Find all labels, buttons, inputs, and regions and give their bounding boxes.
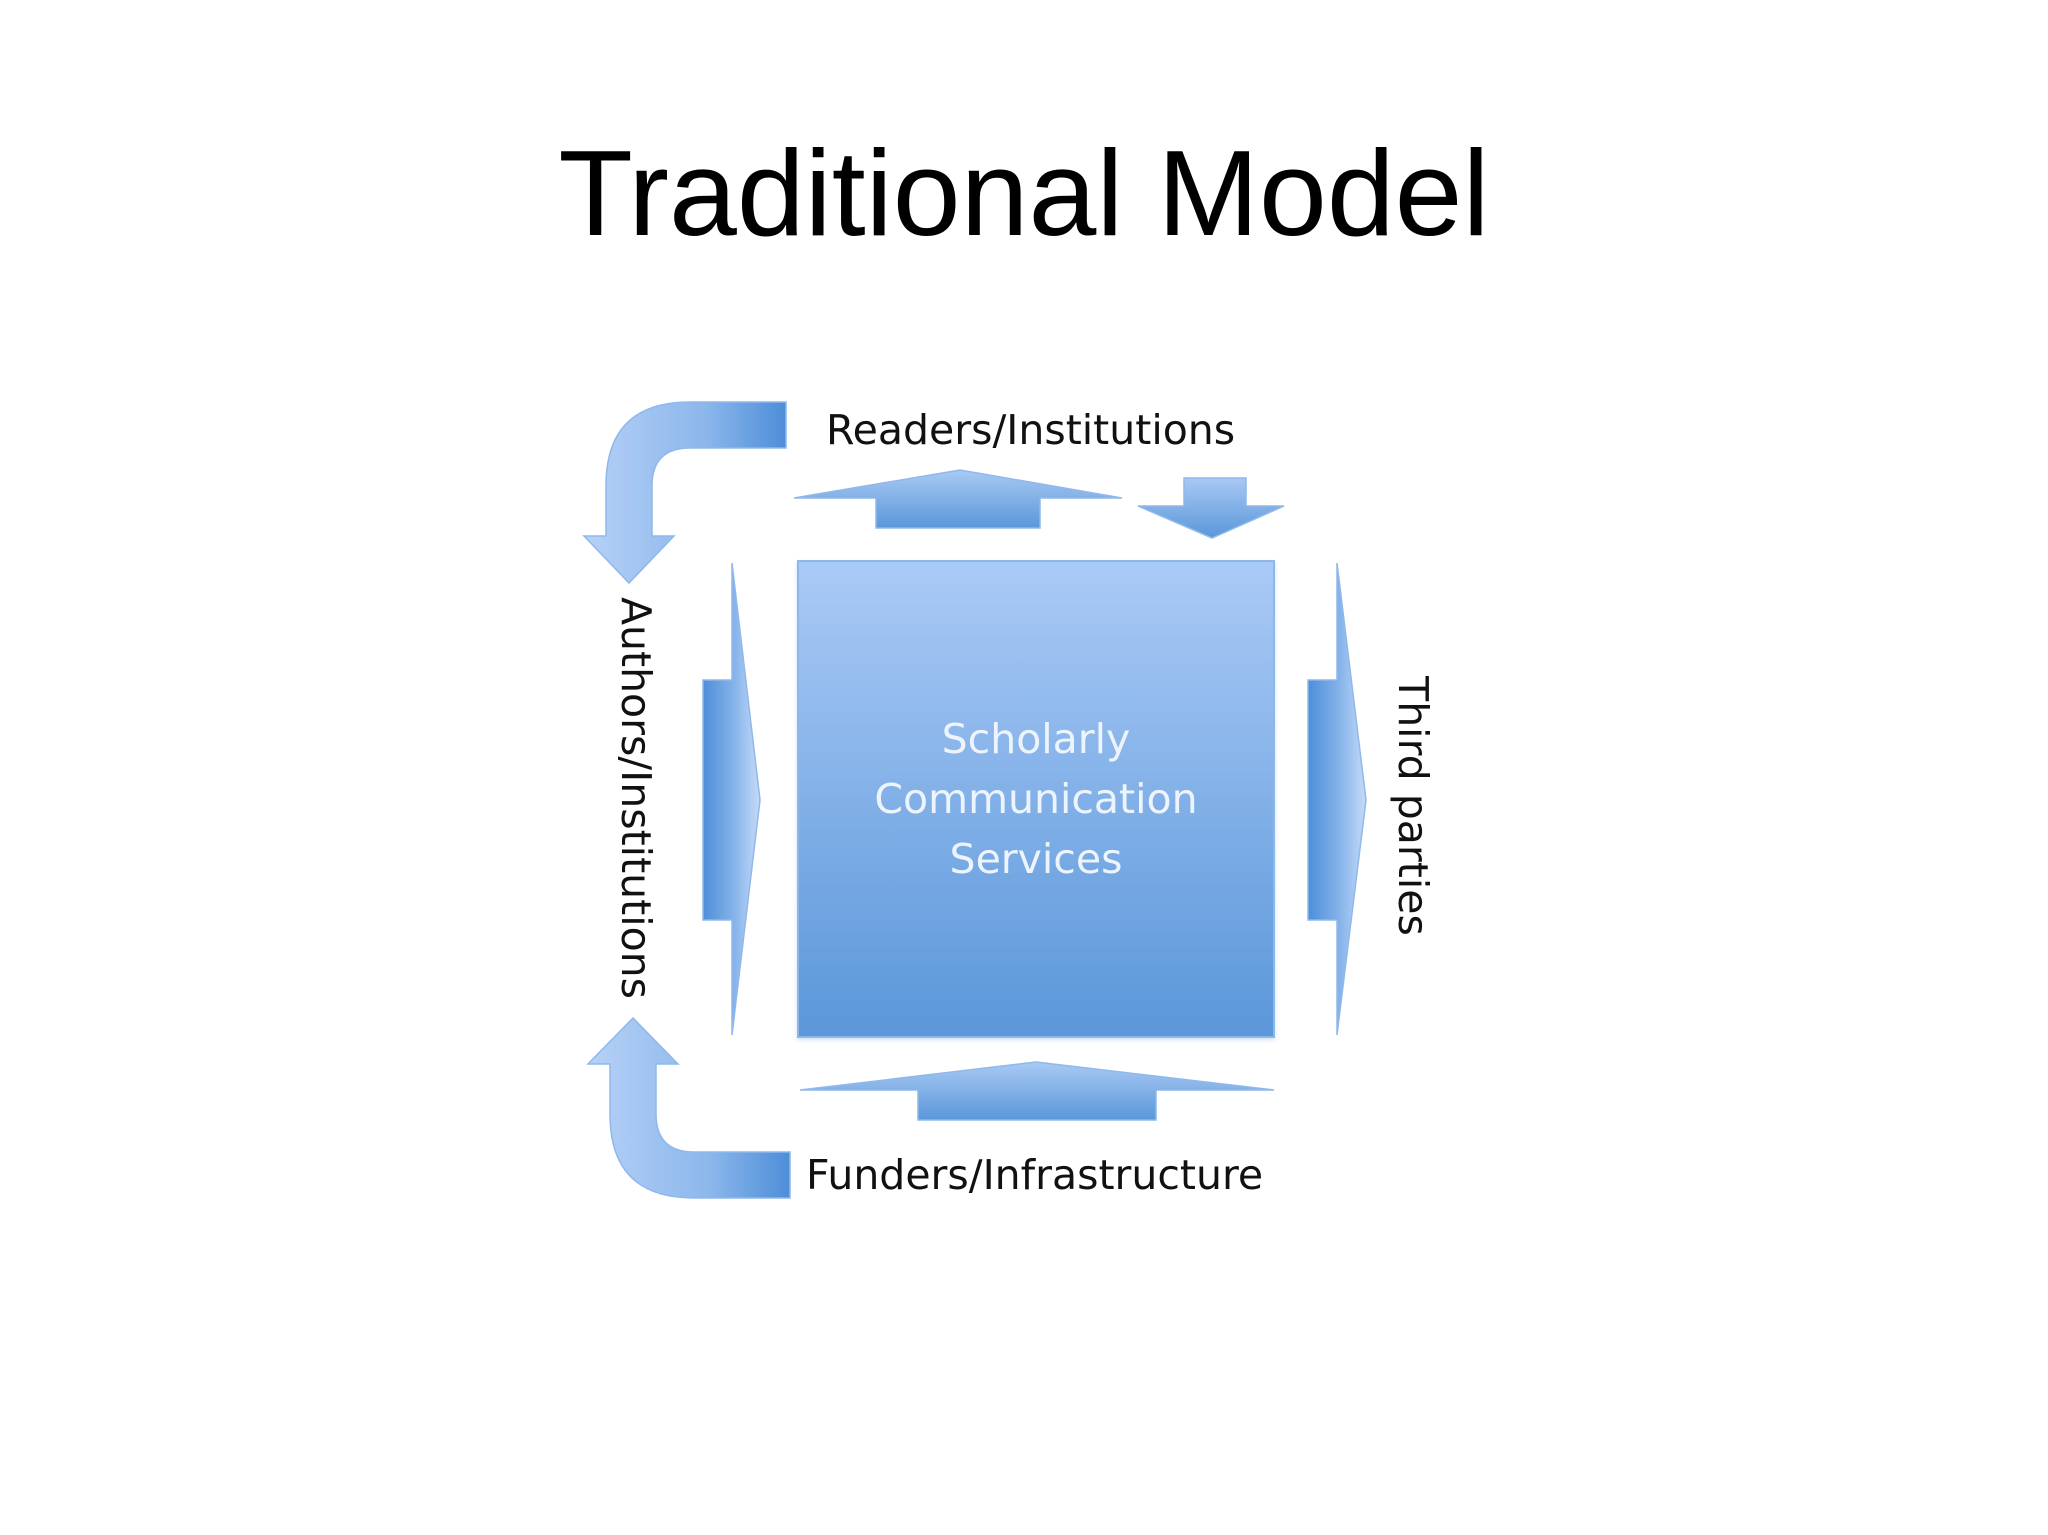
right-arrow-left-side xyxy=(702,562,761,1036)
up-arrow-bottom xyxy=(799,1061,1275,1121)
center-line-1: Scholarly xyxy=(941,715,1131,763)
center-line-2: Communication xyxy=(874,775,1198,823)
curved-arrow-top-left xyxy=(582,401,787,585)
curved-arrow-bottom-left xyxy=(586,1016,791,1199)
right-arrow-right-side xyxy=(1307,562,1367,1036)
central-box xyxy=(797,560,1275,1038)
label-funders-infrastructure: Funders/Infrastructure xyxy=(806,1151,1264,1199)
down-arrow-top xyxy=(1137,477,1285,539)
central-box-label: Scholarly Communication Services xyxy=(798,561,1274,1037)
label-third-parties: Third parties xyxy=(1389,676,1437,936)
label-authors-institutions: Authors/Institutions xyxy=(612,596,660,1000)
slide-title: Traditional Model xyxy=(558,125,1490,261)
center-line-3: Services xyxy=(949,835,1123,883)
label-readers-institutions: Readers/Institutions xyxy=(826,406,1236,454)
up-arrow-top xyxy=(793,469,1123,529)
